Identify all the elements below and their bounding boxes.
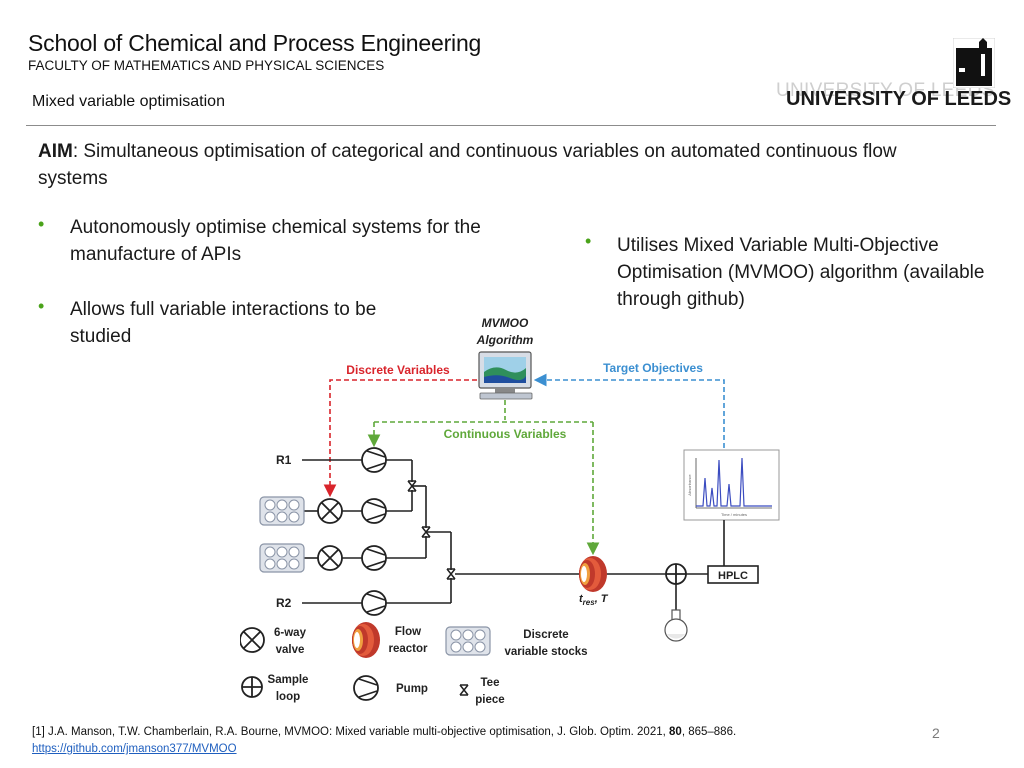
flow-reactor-icon: [579, 556, 607, 592]
bullet-autonomous: Autonomously optimise chemical systems f…: [70, 217, 481, 265]
hplc-label: HPLC: [718, 570, 748, 582]
reagent-r2-label: R2: [276, 596, 292, 610]
legend-tee-piece-icon: [459, 684, 469, 696]
legend-flow-line2: reactor: [389, 643, 429, 655]
reagent-r1-label: R1: [276, 453, 292, 467]
six-way-valve-2-icon: [317, 545, 343, 571]
legend-stocks-line2: variable stocks: [504, 646, 587, 658]
bullet-dot: •: [38, 296, 45, 316]
legend-flow-line1: Flow: [395, 626, 421, 638]
aim-label: AIM: [38, 141, 73, 162]
bullet-dot: •: [585, 231, 592, 251]
legend-six-way-line1: 6-way: [274, 627, 307, 639]
sample-loop-icon: [665, 563, 687, 585]
computer-monitor-icon: [478, 351, 533, 400]
reference-text: [1] J.A. Manson, T.W. Chamberlain, R.A. …: [32, 726, 670, 738]
algorithm-title-line1: MVMOO: [482, 316, 529, 330]
legend-tee-line2: piece: [475, 694, 504, 706]
bullet-dot: •: [38, 214, 45, 234]
pump-r2-icon: [361, 590, 387, 616]
legend-sample-line1: Sample: [268, 674, 309, 686]
page-number: 2: [932, 725, 940, 741]
collection-flask-icon: [664, 609, 688, 642]
slide-topic: Mixed variable optimisation: [32, 93, 225, 110]
residence-time-label: tres, T: [579, 593, 609, 607]
legend-stocks-line1: Discrete: [523, 629, 568, 641]
discrete-stocks-2-icon: [259, 543, 305, 573]
discrete-variables-label: Discrete Variables: [346, 363, 450, 377]
legend-tee-line1: Tee: [481, 677, 500, 689]
header-divider: [26, 125, 996, 126]
legend-six-way-valve-icon: [240, 627, 265, 653]
pump-3-icon: [361, 545, 387, 571]
legend-six-way-line2: valve: [276, 644, 305, 656]
university-crest-logo: [953, 38, 995, 88]
bullet-mvmoo: Utilises Mixed Variable Multi-Objective …: [617, 235, 985, 310]
legend-discrete-stocks-icon: [445, 626, 491, 656]
tee-piece-3-icon: [446, 568, 456, 580]
chart-x-label: Time / minutes: [721, 512, 747, 517]
six-way-valve-1-icon: [317, 498, 343, 524]
reference-pages: , 865–886.: [681, 726, 737, 738]
discrete-variables-arrow: [323, 379, 477, 498]
legend-sample-line2: loop: [276, 691, 300, 703]
reference-footnote: [1] J.A. Manson, T.W. Chamberlain, R.A. …: [32, 724, 912, 758]
flow-system-diagram: MVMOO Algorithm Discrete Variables Targe…: [240, 316, 780, 706]
hplc-chromatogram: Time / minutes Absorbance: [683, 449, 780, 521]
university-logo-ghost-text: UNIVERSITY OF LEEDS: [776, 80, 995, 101]
legend-sample-loop-icon: [241, 676, 263, 698]
hplc-box: [707, 565, 759, 584]
legend-pump-icon: [353, 675, 379, 701]
legend-flow-reactor-icon: [352, 622, 380, 658]
algorithm-title-line2: Algorithm: [476, 333, 534, 347]
aim-text: : Simultaneous optimisation of categoric…: [38, 141, 897, 189]
pump-2-icon: [361, 498, 387, 524]
faculty-name: FACULTY OF MATHEMATICS AND PHYSICAL SCIE…: [28, 58, 385, 73]
github-link[interactable]: https://github.com/jmanson377/MVMOO: [32, 743, 237, 755]
discrete-stocks-1-icon: [259, 496, 305, 526]
university-name: UNIVERSITY OF LEEDS: [786, 88, 1012, 110]
target-objectives-label: Target Objectives: [603, 361, 703, 375]
legend-pump-label: Pump: [396, 683, 428, 695]
school-title: School of Chemical and Process Engineeri…: [28, 30, 482, 56]
bullet-interactions: Allows full variable interactions to be …: [70, 299, 377, 347]
reference-volume: 80: [669, 726, 682, 738]
pump-r1-icon: [361, 447, 387, 473]
chart-y-label: Absorbance: [687, 474, 692, 496]
aim-statement: AIM: Simultaneous optimisation of catego…: [38, 138, 968, 192]
continuous-variables-label: Continuous Variables: [444, 427, 567, 441]
target-objectives-arrow: [533, 373, 725, 448]
